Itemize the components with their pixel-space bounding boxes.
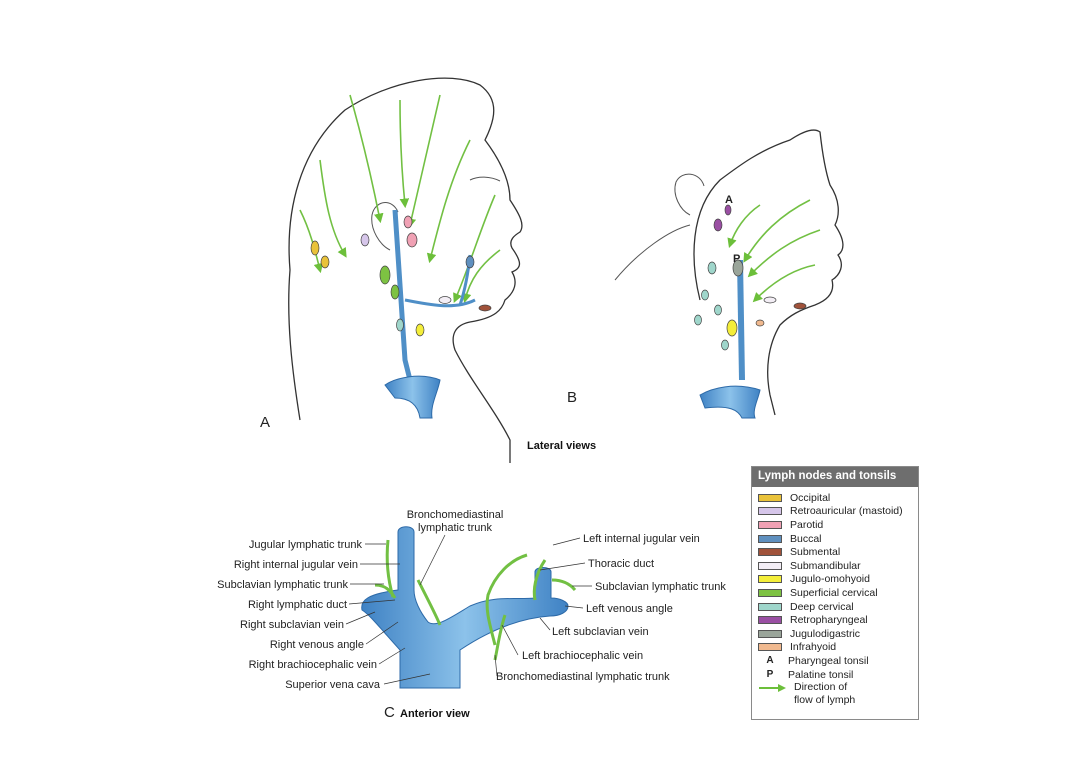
legend-item-label: Retroauricular (mastoid) xyxy=(790,505,903,518)
legend-symbol-item: A Pharyngeal tonsil xyxy=(758,654,918,668)
legend-swatch xyxy=(758,561,782,570)
legend-swatch xyxy=(758,520,782,529)
legend-symbol-label: Pharyngeal tonsil xyxy=(788,654,869,667)
legend-swatch xyxy=(758,602,782,611)
label-bronchomediastinal-trunk-bottom: Bronchomediastinal lymphatic trunk xyxy=(496,671,670,683)
label-bronchomediastinal-top-line2: lymphatic trunk xyxy=(418,522,492,534)
legend-item-label: Occipital xyxy=(790,491,831,504)
panel-c-veins xyxy=(361,526,569,689)
legend-symbol-label: Palatine tonsil xyxy=(788,668,854,681)
panel-a-letter: A xyxy=(260,414,270,431)
legend-item: Submental xyxy=(758,545,918,559)
legend-item-label: Deep cervical xyxy=(790,600,854,613)
label-left-subclavian-vein: Left subclavian vein xyxy=(552,626,649,638)
label-right-subclavian-vein: Right subclavian vein xyxy=(240,619,344,631)
panel-b-veins xyxy=(699,259,761,419)
legend-symbol: P xyxy=(766,669,774,681)
panel-b-letter: B xyxy=(567,389,577,406)
panel-b-nodes xyxy=(694,204,807,351)
panel-a-nodes xyxy=(310,215,492,337)
label-superior-vena-cava: Superior vena cava xyxy=(285,679,381,691)
legend-item: Buccal xyxy=(758,532,918,546)
legend-item-label: Jugulodigastric xyxy=(790,627,861,640)
legend-symbol: A xyxy=(766,655,774,667)
legend-item: Infrahyoid xyxy=(758,641,918,655)
legend-item: Superficial cervical xyxy=(758,586,918,600)
flow-arrow-icon xyxy=(759,684,786,693)
legend-swatch xyxy=(758,629,782,638)
legend-item: Deep cervical xyxy=(758,600,918,614)
legend-item: Retroauricular (mastoid) xyxy=(758,505,918,519)
label-left-brachiocephalic-vein: Left brachiocephalic vein xyxy=(522,650,643,662)
label-bronchomediastinal-top-line1: Bronchomediastinal xyxy=(407,509,504,521)
palatine-tonsil-marker: P xyxy=(733,253,740,265)
label-right-brachiocephalic-vein: Right brachiocephalic vein xyxy=(249,659,377,671)
label-left-venous-angle: Left venous angle xyxy=(586,603,673,615)
legend-item: Occipital xyxy=(758,491,918,505)
legend-swatch xyxy=(758,616,782,625)
panel-a-veins xyxy=(384,209,476,419)
pharyngeal-tonsil-marker: A xyxy=(725,194,733,206)
label-jugular-lymphatic-trunk: Jugular lymphatic trunk xyxy=(249,539,363,551)
panel-a-head xyxy=(288,77,523,463)
panel-c-leader-lines xyxy=(345,534,592,685)
legend-item: Jugulodigastric xyxy=(758,627,918,641)
legend-item-label: Retropharyngeal xyxy=(790,614,868,627)
legend-swatch xyxy=(758,575,782,584)
label-right-lymphatic-duct: Right lymphatic duct xyxy=(248,599,347,611)
label-thoracic-duct: Thoracic duct xyxy=(588,558,654,570)
legend-swatch xyxy=(758,588,782,597)
legend-swatch xyxy=(758,534,782,543)
legend-swatch xyxy=(758,493,782,502)
legend-flow-line1: Direction of xyxy=(794,681,848,694)
lateral-views-caption: Lateral views xyxy=(527,440,596,452)
panel-c-letter: C xyxy=(384,704,395,721)
label-left-internal-jugular-vein: Left internal jugular vein xyxy=(583,533,700,545)
legend-flow-line2: flow of lymph xyxy=(794,693,856,706)
legend-swatch xyxy=(758,548,782,557)
legend-item-label: Submandibular xyxy=(790,559,861,572)
legend-swatch xyxy=(758,507,782,516)
legend-symbol-item: P Palatine tonsil xyxy=(758,668,918,682)
legend-item: Submandibular xyxy=(758,559,918,573)
label-right-venous-angle: Right venous angle xyxy=(270,639,364,651)
legend-swatch xyxy=(758,643,782,652)
legend-item-label: Superficial cervical xyxy=(790,586,878,599)
legend-item-label: Jugulo-omohyoid xyxy=(790,573,870,586)
label-right-internal-jugular-vein: Right internal jugular vein xyxy=(234,559,358,571)
deep-lymph-vessels xyxy=(727,199,821,303)
legend-item-label: Submental xyxy=(790,546,841,559)
legend-item-label: Infrahyoid xyxy=(790,641,837,654)
legend-item-label: Buccal xyxy=(790,532,822,545)
legend-item: Jugulo-omohyoid xyxy=(758,573,918,587)
panel-b-head: A P xyxy=(614,129,844,419)
label-subclavian-lymphatic-trunk-left: Subclavian lymphatic trunk xyxy=(595,581,726,593)
panel-c-lymph-trunks xyxy=(374,539,577,661)
label-subclavian-lymphatic-trunk-right: Subclavian lymphatic trunk xyxy=(217,579,348,591)
anterior-view-caption: Anterior view xyxy=(400,708,470,720)
superficial-lymph-vessels xyxy=(299,94,501,304)
legend-title: Lymph nodes and tonsils xyxy=(752,467,918,487)
legend-item: Retropharyngeal xyxy=(758,613,918,627)
legend-item-label: Parotid xyxy=(790,518,824,531)
legend-item: Parotid xyxy=(758,518,918,532)
